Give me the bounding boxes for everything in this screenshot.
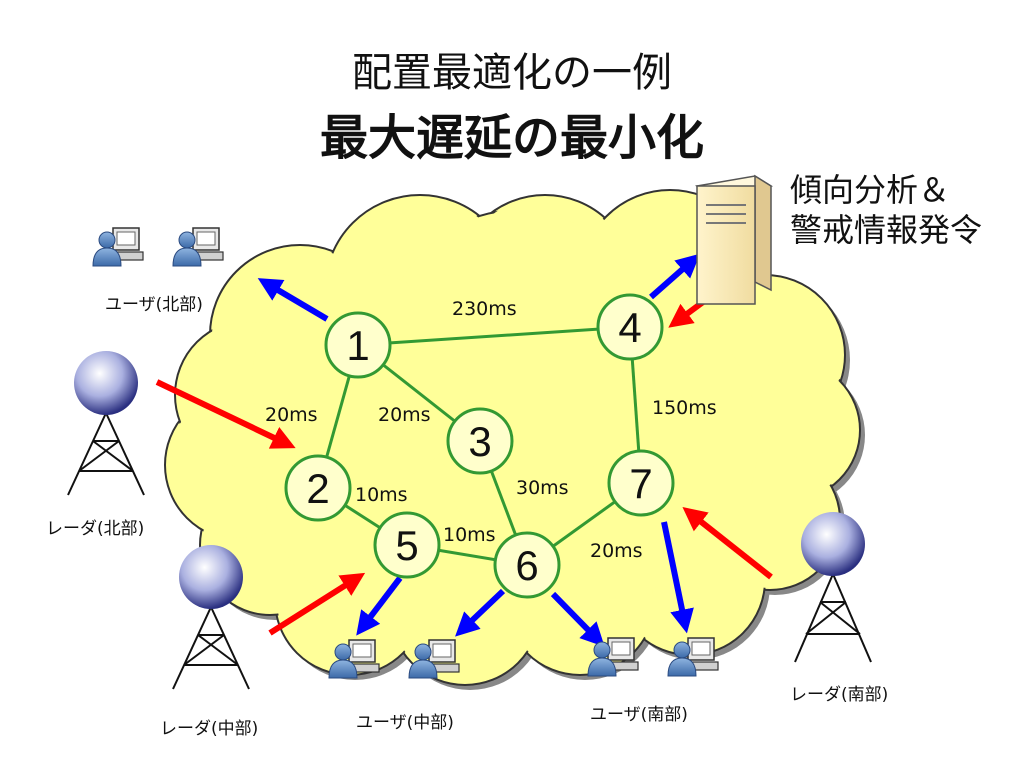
radar-south xyxy=(794,512,872,663)
radar-north xyxy=(67,351,145,496)
node-3: 3 xyxy=(446,407,514,475)
user-icons xyxy=(92,227,719,679)
latency-3-6: 30ms xyxy=(516,477,569,499)
radar-south-label: レーダ(南部) xyxy=(790,685,889,705)
user-computer-icon xyxy=(667,637,719,677)
link-1-4 xyxy=(357,325,631,347)
users-north-label: ユーザ(北部) xyxy=(105,295,203,315)
node-label: 3 xyxy=(468,418,491,465)
user-computer-icon xyxy=(328,639,380,679)
radar-tower-icon xyxy=(794,512,872,663)
latency-5-6: 10ms xyxy=(443,524,496,546)
user-computer-icon xyxy=(92,227,144,267)
node-label: 5 xyxy=(395,522,418,569)
users-south-output-arrow-6 xyxy=(550,591,605,647)
node-2: 2 xyxy=(284,454,352,522)
server-output-arrow xyxy=(649,253,701,300)
radar-tower-icon xyxy=(67,351,145,496)
user-computer-icon xyxy=(172,227,224,267)
latency-1-2: 20ms xyxy=(265,404,318,426)
latency-6-7: 20ms xyxy=(590,540,643,562)
radar-south-input-arrow xyxy=(682,507,773,580)
latency-4-7: 150ms xyxy=(652,397,717,419)
node-4: 4 xyxy=(596,293,664,361)
latency-1-4: 230ms xyxy=(452,298,517,320)
server-caption: 傾向分析＆ 警戒情報発令 xyxy=(790,170,982,250)
users-central-output-arrow-5 xyxy=(356,576,403,636)
server-caption-line1: 傾向分析＆ xyxy=(790,171,951,209)
diagram-title: 最大遅延の最小化 xyxy=(319,110,704,166)
radar-north-label: レーダ(北部) xyxy=(46,519,145,539)
users-south-label: ユーザ(南部) xyxy=(590,705,688,725)
users-central-output-arrow-6 xyxy=(455,588,506,637)
node-label: 4 xyxy=(618,304,641,351)
radar-central-input-arrow xyxy=(268,572,366,636)
node-7: 7 xyxy=(607,449,675,517)
latency-1-3: 20ms xyxy=(378,404,431,426)
users-north-output-arrow xyxy=(257,278,329,322)
server-caption-line2: 警戒情報発令 xyxy=(790,211,983,249)
server-icon xyxy=(694,174,774,305)
node-label: 6 xyxy=(515,542,538,589)
node-1: 1 xyxy=(324,311,392,379)
radar-north-input-arrow xyxy=(155,379,296,449)
radar-central-label: レーダ(中部) xyxy=(160,719,259,739)
user-computer-icon xyxy=(587,637,639,677)
users-central-label: ユーザ(中部) xyxy=(356,713,454,733)
radar-central xyxy=(172,545,250,690)
user-computer-icon xyxy=(408,639,460,679)
latency-2-5: 10ms xyxy=(355,484,408,506)
users-south-output-arrow-7 xyxy=(661,521,694,634)
node-label: 7 xyxy=(629,460,652,507)
node-5: 5 xyxy=(373,511,441,579)
node-label: 2 xyxy=(306,465,329,512)
node-label: 1 xyxy=(346,322,369,369)
network-nodes: 1 2 3 4 5 6 7 xyxy=(284,293,675,599)
diagram-subtitle: 配置最適化の一例 xyxy=(352,50,672,96)
node-6: 6 xyxy=(493,531,561,599)
radar-tower-icon xyxy=(172,545,250,690)
